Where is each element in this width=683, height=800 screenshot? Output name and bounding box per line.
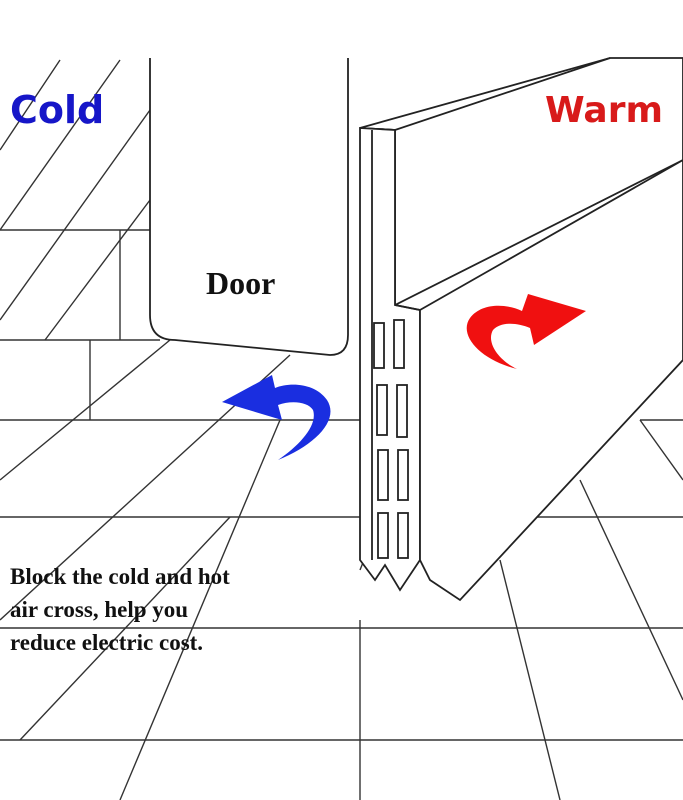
curved-arrow-left-icon bbox=[222, 375, 331, 460]
door-panel bbox=[149, 58, 349, 356]
door-label: Door bbox=[206, 265, 276, 301]
seal-slots bbox=[373, 319, 409, 559]
warm-label: Warm bbox=[545, 90, 663, 131]
caption-text: Block the cold and hot air cross, help y… bbox=[10, 564, 230, 655]
curved-arrow-right-icon bbox=[466, 294, 586, 369]
door-seal-strip bbox=[359, 57, 683, 602]
cold-label: Cold bbox=[10, 88, 105, 132]
